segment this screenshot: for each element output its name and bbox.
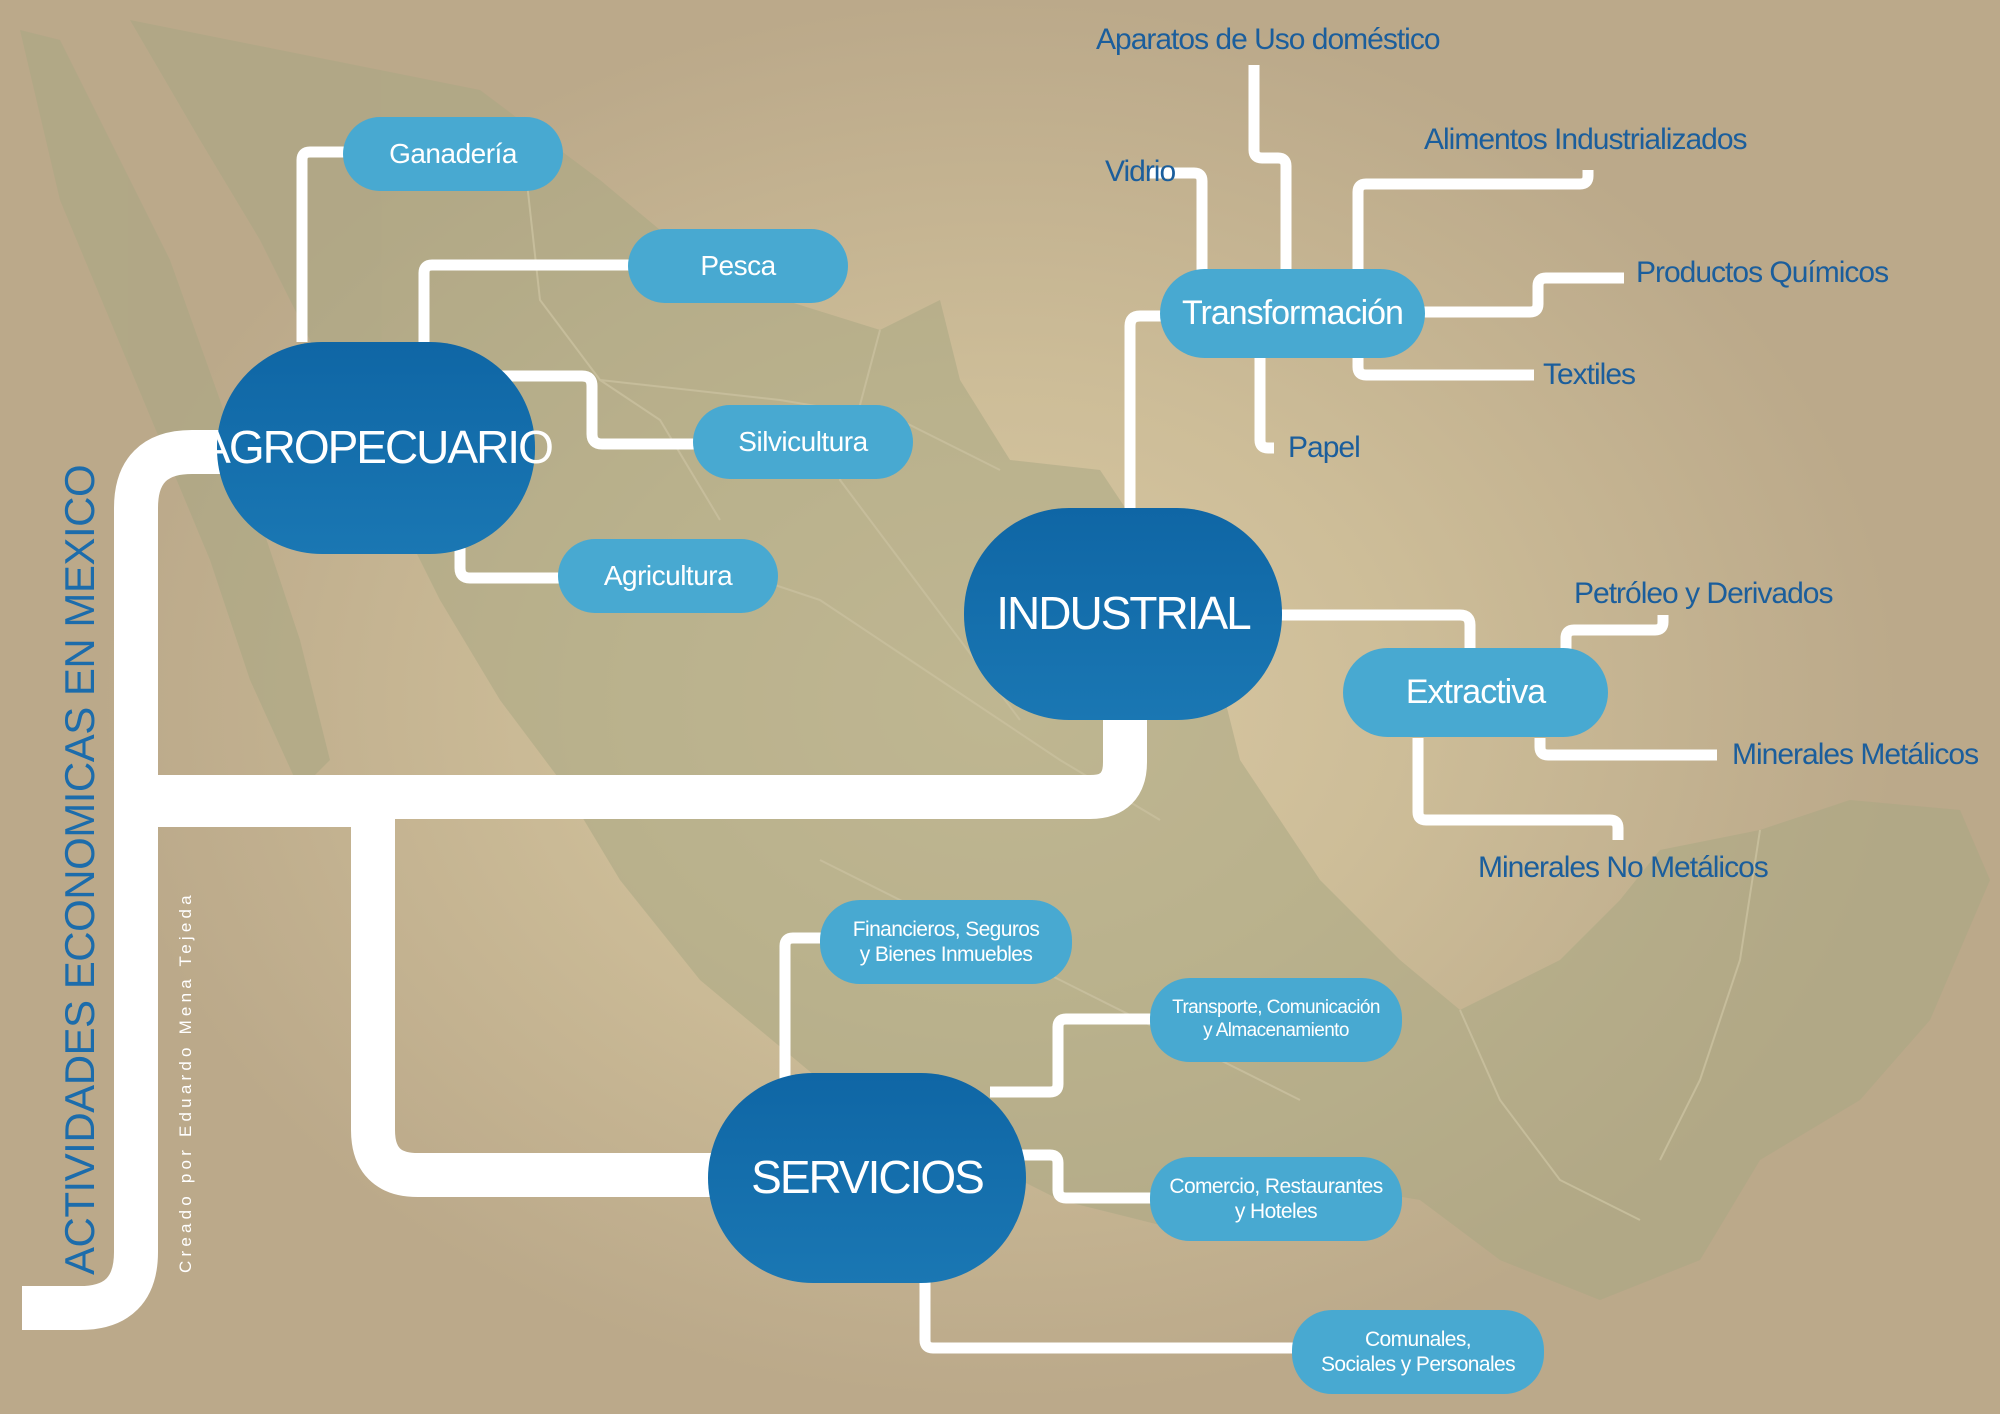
- financieros-line1: Financieros, Seguros: [852, 917, 1040, 941]
- ganaderia-connector: [296, 146, 345, 342]
- transporte-line1: Transporte, Comunicación: [1172, 997, 1380, 1019]
- financieros-line2: y Bienes Inmuebles: [859, 943, 1033, 966]
- trunk-to-servicios-line: [136, 783, 715, 1197]
- textiles-label[interactable]: Textiles: [1543, 358, 1636, 391]
- trunk-to-industrial-line: [136, 700, 1147, 819]
- pesca-node[interactable]: Pesca: [628, 229, 848, 303]
- author-credit: Creado por Eduardo Mena Tejeda: [176, 891, 195, 1273]
- vidrio-connector: [1148, 167, 1208, 272]
- comunales-line2: Sociales y Personales: [1320, 1353, 1516, 1376]
- comunales-node[interactable]: Comunales, Sociales y Personales: [1292, 1310, 1544, 1394]
- quimicos-label[interactable]: Productos Químicos: [1636, 256, 1889, 289]
- ganaderia-node[interactable]: Ganadería: [343, 117, 563, 191]
- alimentos-label[interactable]: Alimentos Industrializados: [1424, 123, 1748, 156]
- papel-connector: [1254, 352, 1274, 454]
- comercio-node[interactable]: Comercio, Restaurantes y Hoteles: [1150, 1157, 1402, 1241]
- transporte-line2: y Almacenamiento: [1203, 1020, 1349, 1041]
- silvicultura-node[interactable]: Silvicultura: [693, 405, 913, 479]
- agricultura-node[interactable]: Agricultura: [558, 539, 778, 613]
- no-metalicos-label[interactable]: Minerales No Metálicos: [1478, 851, 1769, 884]
- comunales-connector: [919, 1282, 1295, 1354]
- aparatos-connector: [1248, 65, 1292, 270]
- no-metalicos-connector: [1412, 738, 1624, 840]
- comercio-line1: Comercio, Restaurantes: [1169, 1174, 1383, 1198]
- agropecuario-node[interactable]: AGROPECUARIO: [200, 342, 554, 554]
- aparatos-label[interactable]: Aparatos de Uso doméstico: [1096, 23, 1441, 56]
- industrial-node[interactable]: INDUSTRIAL: [964, 508, 1282, 720]
- extractiva-node[interactable]: Extractiva: [1343, 648, 1608, 737]
- financieros-connector: [779, 932, 825, 1080]
- metalicos-connector: [1534, 738, 1717, 761]
- diagram-title: ACTIVIDADES ECONOMICAS EN MEXICO: [56, 464, 103, 1275]
- financieros-node[interactable]: Financieros, Seguros y Bienes Inmuebles: [820, 900, 1072, 984]
- transporte-node[interactable]: Transporte, Comunicación y Almacenamient…: [1150, 978, 1402, 1062]
- comercio-connector: [1020, 1149, 1153, 1204]
- silvicultura-connector: [500, 370, 695, 450]
- quimicos-connector: [1420, 272, 1624, 318]
- state-border-line: [1659, 829, 1761, 1161]
- transformacion-connector: [1124, 310, 1162, 508]
- metalicos-label[interactable]: Minerales Metálicos: [1732, 738, 1979, 771]
- alimentos-connector: [1352, 170, 1594, 270]
- state-border-line: [1459, 1009, 1641, 1221]
- petroleo-label[interactable]: Petróleo y Derivados: [1574, 577, 1833, 610]
- agricultura-connector: [454, 548, 560, 584]
- petroleo-connector: [1560, 615, 1669, 652]
- servicios-node[interactable]: SERVICIOS: [708, 1073, 1026, 1283]
- extractiva-connector: [1280, 609, 1476, 650]
- transporte-connector: [990, 1013, 1153, 1098]
- pesca-connector: [418, 259, 630, 342]
- comercio-line2: y Hoteles: [1234, 1200, 1318, 1223]
- papel-label[interactable]: Papel: [1288, 431, 1361, 464]
- comunales-line1: Comunales,: [1364, 1327, 1472, 1351]
- vidrio-label[interactable]: Vidrio: [1105, 155, 1176, 188]
- transformacion-node[interactable]: Transformación: [1160, 269, 1425, 358]
- baja-california-shape: [20, 30, 330, 790]
- textiles-connector: [1352, 352, 1534, 381]
- trunk-line: [22, 430, 225, 1330]
